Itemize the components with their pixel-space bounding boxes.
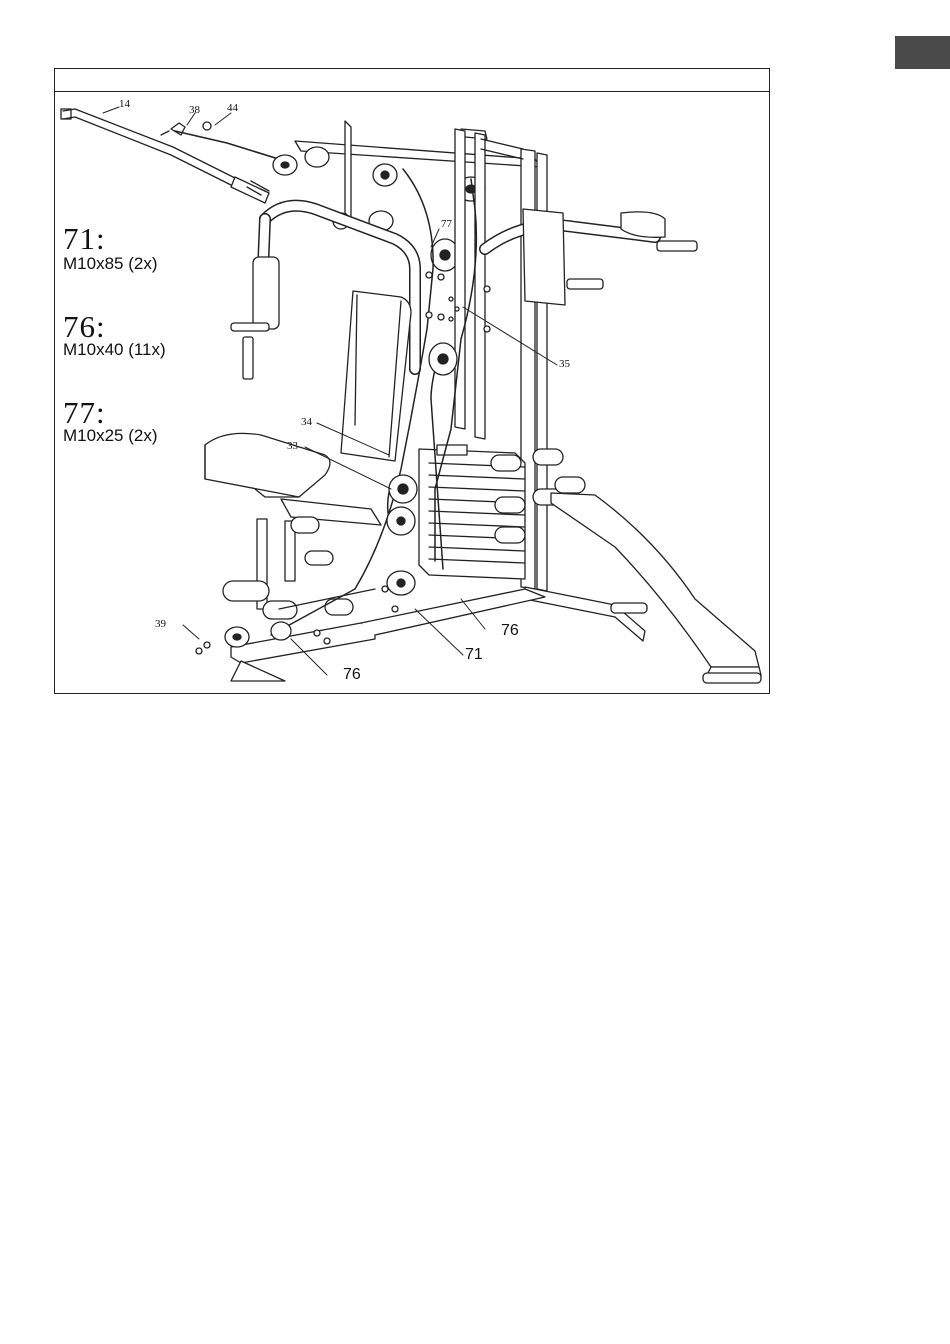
connector-44 (203, 122, 211, 130)
backrest (341, 291, 411, 461)
part-label-77: 77 (441, 219, 452, 230)
top-crossbeam (295, 121, 541, 219)
small-hook-38 (161, 123, 185, 135)
figure-frame: 71: M10x85 (2x) 76: M10x40 (11x) 77: M10… (54, 68, 770, 694)
legend-number-77: 77: (63, 397, 106, 428)
part-label-71: 71 (465, 647, 483, 663)
part-label-76-bottom: 76 (343, 667, 361, 683)
legend-number-71: 71: (63, 223, 106, 254)
legend-number-76: 76: (63, 311, 106, 342)
legend-spec-77: M10x25 (2x) (63, 427, 157, 444)
lat-bar (61, 109, 269, 203)
language-tab (895, 36, 950, 69)
part-label-33: 33 (287, 441, 298, 452)
part-label-38: 38 (189, 105, 200, 116)
home-gym-assembly-drawing (55, 69, 771, 695)
part-label-44: 44 (227, 103, 238, 114)
legend-spec-71: M10x85 (2x) (63, 255, 157, 272)
part-label-34: 34 (301, 417, 312, 428)
part-label-76-right: 76 (501, 623, 519, 639)
legend-spec-76: M10x40 (11x) (63, 341, 166, 358)
part-label-14: 14 (119, 99, 130, 110)
part-label-39: 39 (155, 619, 166, 630)
leader-lines (103, 107, 557, 675)
situp-bench (525, 493, 761, 683)
part-label-35: 35 (559, 359, 570, 370)
